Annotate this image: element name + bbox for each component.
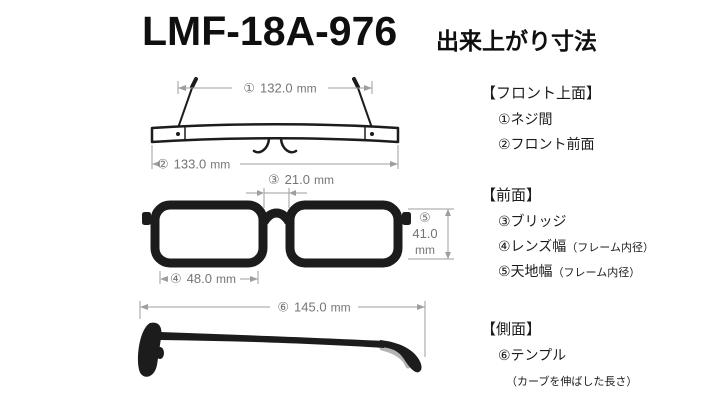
arrowhead [257,190,264,196]
temple-arm [160,332,384,348]
legend-item: ⑥テンプル [481,344,713,369]
arrowhead [390,161,398,167]
legend-item: ②フロント前面 [481,133,713,158]
legend: 【フロント上面】 ①ネジ間 ②フロント前面 【前面】 ③ブリッジ ④レンズ幅（フ… [481,84,713,394]
glasses-front-view [142,200,411,268]
legend-item-note: （フレーム内径） [552,267,641,279]
glasses-side-view [138,322,422,377]
left-temple-top [177,87,193,129]
legend-item-note: （フレーム内径） [566,242,654,254]
right-lens [285,200,403,268]
legend-section-side: 【側面】 ⑥テンプル （カーブを伸ばした長さ） [481,320,713,394]
legend-item-label: ⑤天地幅 [498,263,553,279]
right-screw [370,132,374,136]
left-endpiece [142,212,151,225]
left-lens [150,200,268,268]
legend-section-front-top: 【フロント上面】 ①ネジ間 ②フロント前面 [481,84,713,158]
legend-item: （カーブを伸ばした長さ） [481,369,713,394]
left-nose-pad [252,137,271,154]
glasses-top-view [150,77,400,154]
page-subtitle: 出来上がり寸法 [436,28,597,54]
legend-item: ⑤天地幅（フレーム内径） [481,260,713,285]
right-temple-tip [352,77,360,89]
dimension-lens-height: ⑤ 41.0 mm [408,208,454,260]
arrowhead [140,304,148,310]
dim-label-lens-height-value: 41.0 [412,226,437,241]
legend-item-label: ③ブリッジ [498,213,567,229]
legend-section-title: 【側面】 [481,321,542,338]
legend-item-label: ②フロント前面 [498,136,595,152]
legend-item: ④レンズ幅（フレーム内径） [481,235,713,260]
front-frame-band [150,123,400,144]
arrowhead [289,190,296,196]
arrowhead [152,161,160,167]
right-nose-pad [279,137,298,154]
arrowhead [160,276,168,282]
arrowhead [364,85,372,91]
dim-label-lens-height-unit: mm [415,243,435,257]
arrowhead [178,85,186,91]
arrowhead [445,252,451,259]
left-screw [176,132,180,136]
frame-front-profile [138,322,162,377]
legend-section-title: 【フロント上面】 [481,85,602,102]
legend-item-label: ①ネジ間 [498,111,553,127]
right-temple-top [357,87,373,129]
arrowhead [250,276,258,282]
legend-section-front: 【前面】 ③ブリッジ ④レンズ幅（フレーム内径） ⑤天地幅（フレーム内径） [481,186,713,285]
left-temple-tip [190,77,198,89]
far-temple-tip [379,345,411,369]
temple-ear-hook [378,340,422,373]
nose-pad [156,347,164,359]
legend-item-note: （カーブを伸ばした長さ） [506,376,638,388]
legend-item-label: ④レンズ幅 [498,238,567,254]
bridge [260,208,293,225]
legend-section-title: 【前面】 [481,187,542,204]
legend-item: ①ネジ間 [481,108,713,133]
page-title: LMF-18A-976 [142,8,398,54]
arrowhead [417,304,425,310]
legend-item-label: ⑥テンプル [498,347,567,363]
right-endpiece [402,212,411,225]
arrowhead [445,209,451,216]
dim-label-lens-height-num: ⑤ [419,210,431,225]
legend-item: ③ブリッジ [481,210,713,235]
